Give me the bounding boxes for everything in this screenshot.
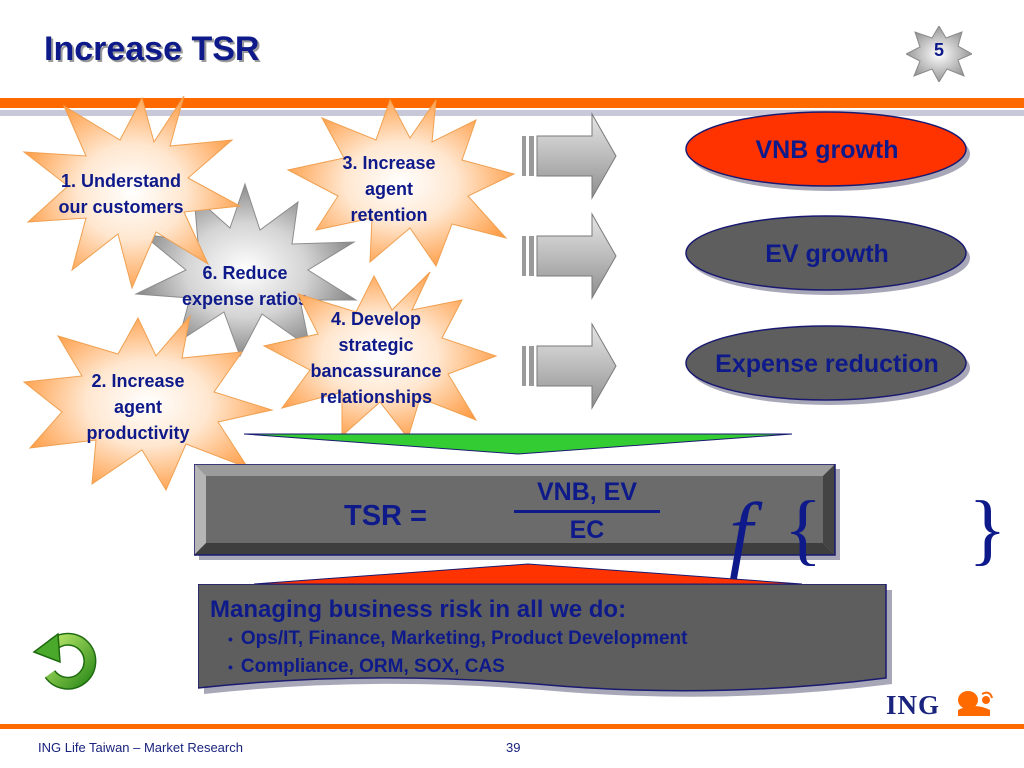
outcome-label-expense-reduction: Expense reduction — [715, 349, 939, 378]
flow-arrow-3 — [522, 322, 618, 410]
tsr-equals-label: TSR = — [344, 500, 427, 532]
orange-starburst-shape — [286, 98, 516, 268]
right-arrow-icon — [522, 212, 617, 300]
right-arrow-icon — [522, 112, 617, 200]
right-arrow-icon — [522, 322, 617, 410]
footer-orange-line — [0, 724, 1024, 729]
footer-page-number: 39 — [506, 740, 521, 755]
formula-denominator: EC — [569, 516, 605, 544]
outcome-ev-growth: EV growth — [684, 212, 970, 296]
header-gray-bar — [0, 110, 1024, 116]
fraction-bar — [514, 510, 660, 513]
footer-source: ING Life Taiwan – Market Research — [38, 740, 243, 755]
outcome-label-ev-growth: EV growth — [765, 239, 889, 268]
orange-starburst-shape — [22, 95, 242, 290]
bullet-dot-icon: • — [228, 631, 233, 647]
flow-arrow-1 — [522, 112, 618, 200]
svg-text:{: { — [784, 485, 822, 573]
formula-numerator: VNB, EV — [536, 478, 638, 506]
green-down-triangle — [244, 433, 792, 455]
risk-item-text: Ops/IT, Finance, Marketing, Product Deve… — [240, 628, 688, 649]
slide-number: 5 — [933, 40, 944, 60]
orange-starburst-shape — [22, 314, 274, 492]
logo-wordmark: ING — [886, 690, 941, 720]
tsr-formula-box: TSR = f { VNB, EV EC } — [194, 464, 1007, 580]
header-orange-bar — [0, 98, 1024, 108]
circular-back-arrow-icon — [32, 632, 97, 690]
outcome-expense-reduction: Expense reduction — [684, 322, 970, 406]
ing-logo: ING — [886, 684, 998, 720]
red-up-triangle — [254, 563, 802, 585]
risk-bullet: • Ops/IT, Finance, Marketing, Product Dev… — [228, 628, 688, 650]
closing-brace-icon: } — [968, 485, 1006, 573]
outcome-vnb-growth: VNB growth — [684, 108, 970, 192]
risk-bullet: • Compliance, ORM, SOX, CAS — [228, 656, 505, 678]
bullet-dot-icon: • — [228, 659, 233, 675]
risk-management-box: Managing business risk in all we do: • Op… — [198, 584, 892, 700]
slide-title: Increase TSR — [44, 30, 260, 68]
slide-number-badge: 5 — [904, 25, 974, 84]
back-button[interactable] — [30, 628, 100, 690]
risk-title: Managing business risk in all we do: — [210, 596, 627, 623]
function-brace-icon: f { — [729, 485, 822, 579]
flow-arrow-2 — [522, 212, 618, 300]
risk-item-text: Compliance, ORM, SOX, CAS — [240, 656, 505, 677]
outcome-label-vnb-growth: VNB growth — [755, 135, 899, 164]
lion-icon — [958, 691, 993, 716]
svg-text:}: } — [968, 485, 1006, 573]
